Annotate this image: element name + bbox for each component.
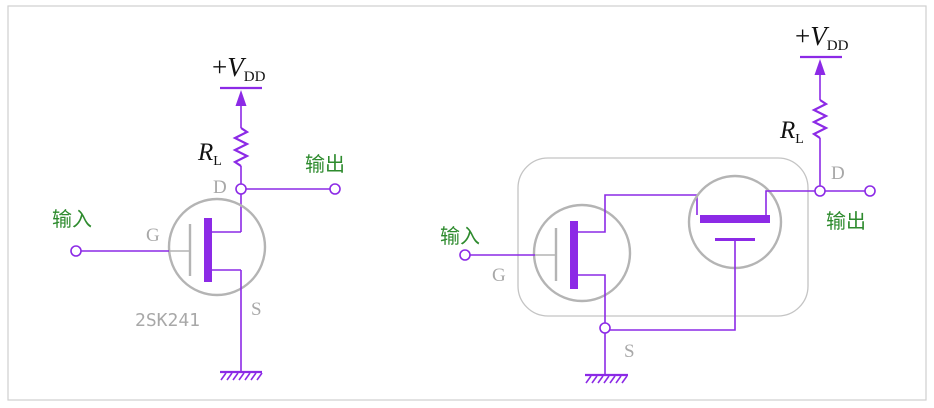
right-drain-label: D xyxy=(831,163,845,184)
right-source-label: S xyxy=(624,341,635,362)
left-resistor-subscript: L xyxy=(213,154,222,169)
right-supply-symbol: V xyxy=(810,21,830,51)
right-gate-label: G xyxy=(492,265,506,286)
left-part-number: 2SK241 xyxy=(135,310,200,331)
right-fet-channel xyxy=(570,221,578,289)
left-drain-node xyxy=(235,183,247,195)
right-regulator-gate xyxy=(715,238,755,241)
left-ground-icon xyxy=(220,370,263,381)
right-resistor-label: RL xyxy=(779,117,804,147)
figure-frame xyxy=(7,5,927,401)
right-regulator-plate xyxy=(700,215,770,223)
left-supply-prefix: + xyxy=(212,52,227,82)
left-circuit: +VDD RL D 输出 输入 G S 2SK241 xyxy=(52,52,345,381)
right-output-label: 输出 xyxy=(826,209,866,233)
right-supply-subscript: DD xyxy=(827,38,849,54)
left-input-label: 输入 xyxy=(52,207,92,231)
right-fet-drain-wire xyxy=(578,194,698,233)
left-source-label: S xyxy=(251,299,262,320)
right-ground-icon xyxy=(585,373,628,384)
left-supply-symbol: V xyxy=(227,52,247,82)
left-resistor xyxy=(232,127,250,167)
right-source-node xyxy=(599,322,611,334)
left-supply-label: +VDD xyxy=(212,52,266,85)
right-drain-node xyxy=(814,185,826,197)
right-input-terminal xyxy=(459,249,471,261)
right-supply-arrow-icon xyxy=(814,59,826,75)
right-source-lead xyxy=(578,274,606,323)
right-supply-prefix: + xyxy=(795,21,810,51)
left-drain-label: D xyxy=(213,177,227,198)
right-input-label: 输入 xyxy=(440,224,480,248)
left-output-terminal xyxy=(329,183,341,195)
right-regulator-drain-wire xyxy=(765,190,815,215)
right-module-outline xyxy=(517,157,809,317)
right-fet-body xyxy=(532,203,632,303)
left-supply-arrow-icon xyxy=(235,90,247,106)
left-gate-label: G xyxy=(146,225,160,246)
right-supply-label: +VDD xyxy=(795,21,849,54)
left-input-terminal xyxy=(70,245,82,257)
right-resistor-symbol: R xyxy=(779,117,795,144)
right-circuit: +VDD RL D 输出 输入 G xyxy=(440,21,876,384)
left-supply-subscript: DD xyxy=(244,69,266,85)
left-fet-body xyxy=(167,197,267,297)
left-output-label: 输出 xyxy=(305,152,345,176)
right-resistor xyxy=(811,99,829,139)
right-output-terminal xyxy=(864,185,876,197)
left-resistor-label: RL xyxy=(197,139,222,169)
left-resistor-symbol: R xyxy=(197,139,213,166)
right-resistor-subscript: L xyxy=(795,132,804,147)
left-fet-channel xyxy=(204,218,212,282)
right-regulator-source-wire xyxy=(610,241,736,331)
